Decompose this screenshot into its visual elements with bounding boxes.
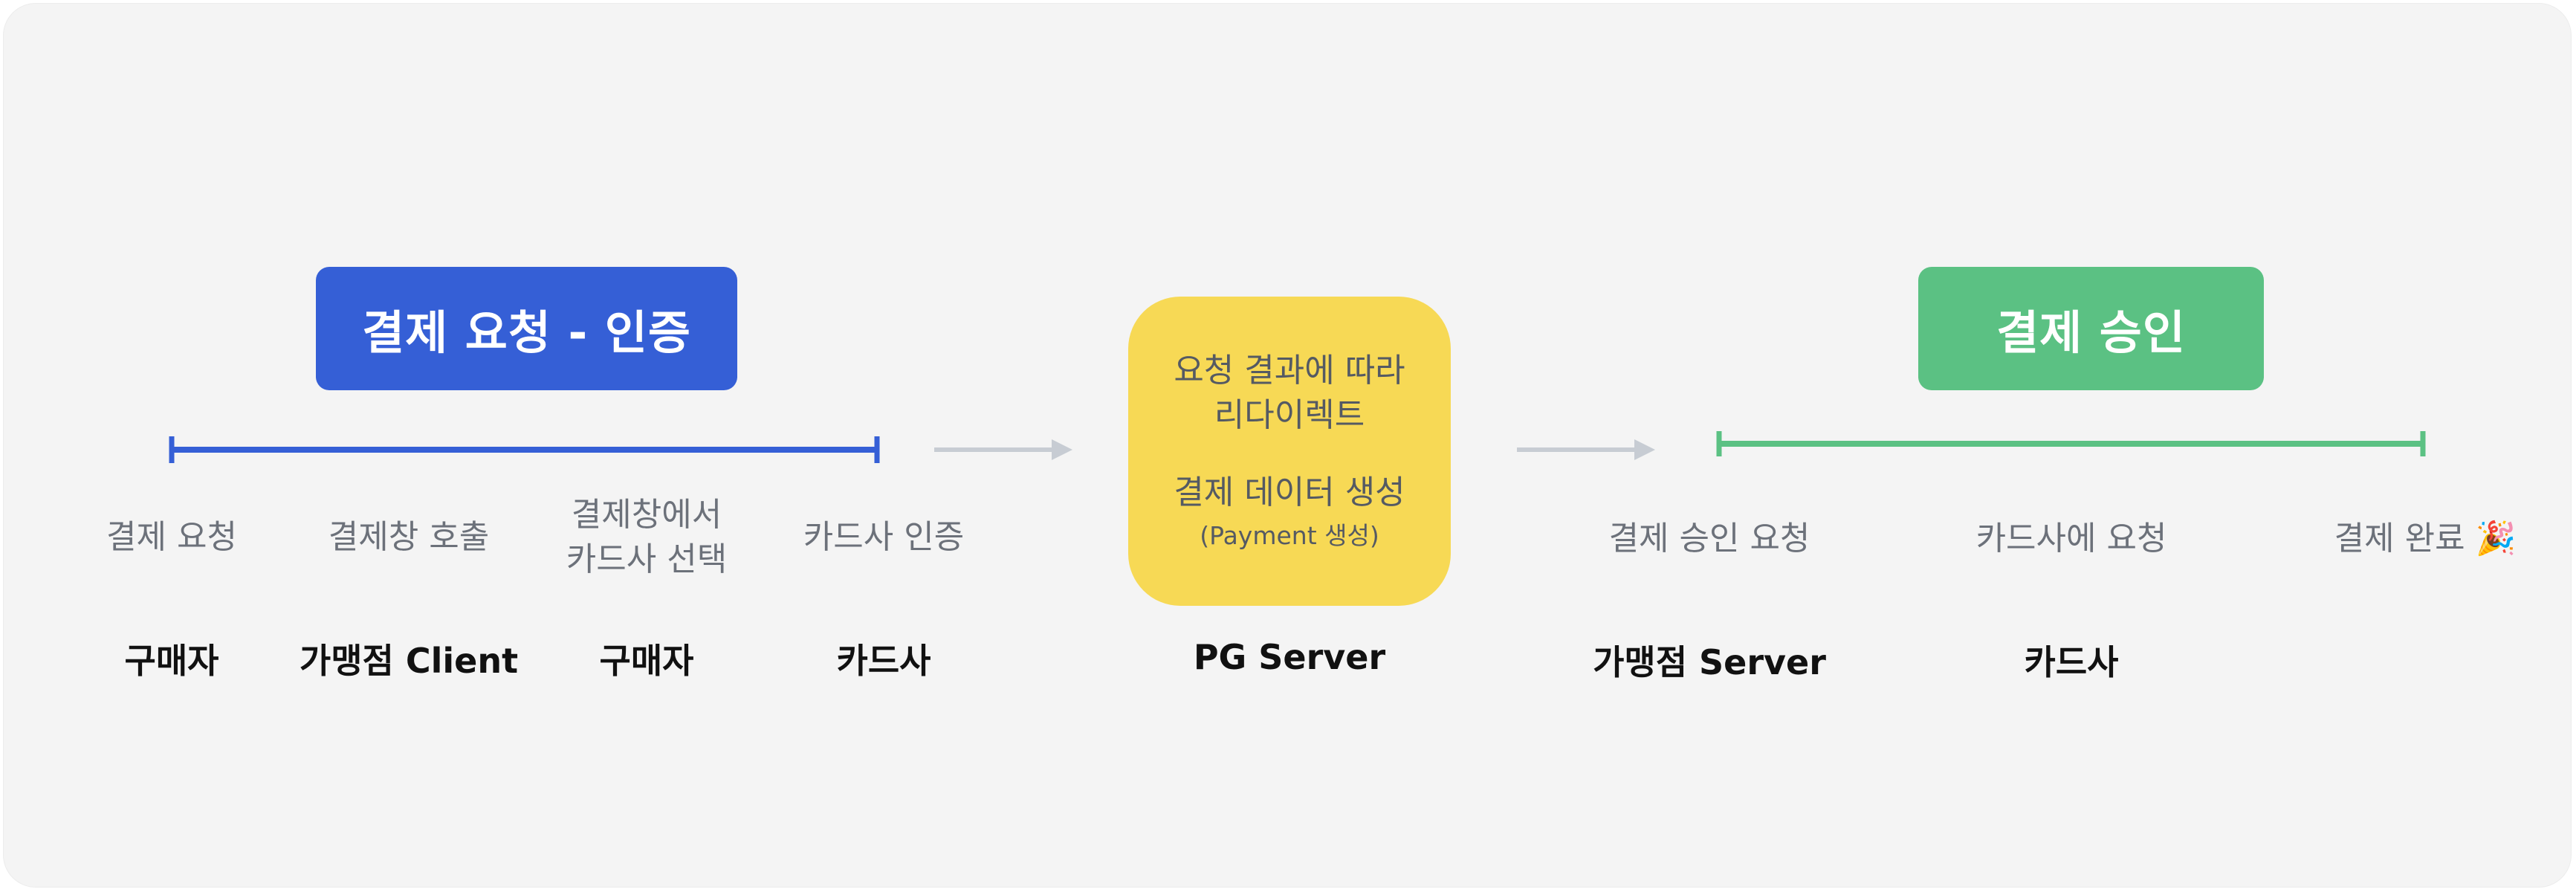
step-label-card-authentication: 카드사 인증 bbox=[803, 518, 965, 556]
arrow-head bbox=[1634, 439, 1655, 460]
phase-auth-title: 결제 요청 - 인증 bbox=[362, 306, 691, 360]
step-label-payment-complete: 결제 완료 🎉 bbox=[2306, 517, 2544, 561]
pg-server-box: 요청 결과에 따라 리다이렉트 결제 데이터 생성 (Payment 생성) bbox=[1128, 297, 1451, 606]
approve-timeline bbox=[1716, 431, 2426, 456]
step-label-payment-request: 결제 요청 bbox=[106, 518, 237, 556]
pg-text-line4: (Payment 생성) bbox=[1200, 521, 1379, 550]
step-label-select-card-company: 결제창에서 카드사 선택 bbox=[528, 493, 766, 582]
actor-buyer: 구매자 bbox=[599, 641, 694, 681]
pg-text-line3: 결제 데이터 생성 bbox=[1174, 474, 1405, 511]
step-label-text: 결제 완료 bbox=[2334, 520, 2465, 558]
timeline-lines bbox=[169, 431, 2426, 463]
arrow-to-pg bbox=[934, 439, 1072, 460]
pg-text-line1: 요청 결과에 따라 bbox=[1174, 352, 1405, 390]
actor-merchant-server: 가맹점 Server bbox=[1593, 642, 1826, 682]
actor-card-company: 카드사 bbox=[2024, 642, 2119, 682]
arrow-head bbox=[1052, 439, 1072, 460]
diagram-canvas: 결제 요청 - 인증 결제 승인 요청 결과에 따라 리다이렉트 결제 데이터 … bbox=[3, 3, 2572, 888]
pg-text-line2: 리다이렉트 bbox=[1214, 396, 1365, 434]
actor-merchant-client: 가맹점 Client bbox=[299, 641, 519, 681]
step-label-line2: 카드사 선택 bbox=[566, 540, 728, 578]
step-label-approval-request: 결제 승인 요청 bbox=[1608, 520, 1810, 558]
step-label-request-to-card-company: 카드사에 요청 bbox=[1975, 520, 2167, 558]
actor-pg-server: PG Server bbox=[1193, 637, 1386, 677]
actor-card-company: 카드사 bbox=[836, 641, 931, 681]
phase-approve-title: 결제 승인 bbox=[1996, 306, 2186, 360]
party-popper-icon: 🎉 bbox=[2475, 520, 2517, 558]
auth-timeline bbox=[169, 436, 880, 463]
phase-auth-box: 결제 요청 - 인증 bbox=[316, 267, 737, 390]
step-label-open-payment-window: 결제창 호출 bbox=[328, 518, 490, 556]
arrow-from-pg bbox=[1517, 439, 1655, 460]
step-label-line1: 결제창에서 bbox=[571, 496, 722, 534]
actor-buyer: 구매자 bbox=[124, 641, 219, 681]
phase-approve-box: 결제 승인 bbox=[1918, 267, 2264, 390]
